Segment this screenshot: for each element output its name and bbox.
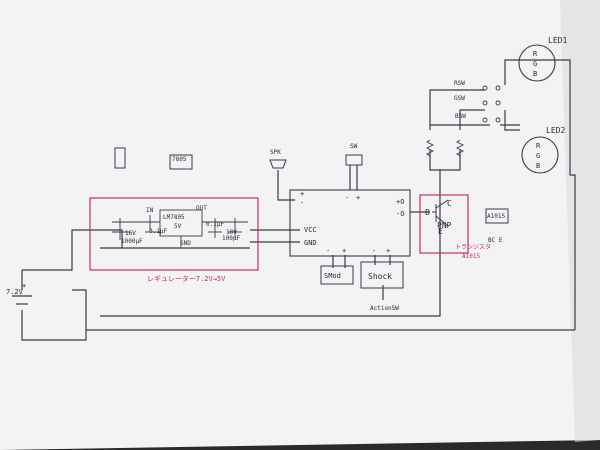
- smod-plus-label: +: [342, 247, 346, 255]
- gsw-label: GSW: [454, 95, 465, 102]
- pnp-label: PNP: [437, 221, 452, 230]
- main-module: [289, 189, 411, 257]
- rsw-label: RSW: [454, 80, 465, 87]
- plus-out-label: +O: [396, 198, 404, 206]
- reg-cap1-v-label: 16V: [125, 230, 136, 237]
- transistor-name-label: トランジスタ: [455, 243, 491, 251]
- switches: [482, 85, 501, 123]
- shock-label: Shock: [368, 272, 392, 281]
- shock-minus-label: -: [372, 247, 376, 255]
- bsw-label: BSW: [455, 113, 466, 120]
- sw-minus-label: -: [345, 194, 349, 202]
- wires: [21, 59, 576, 341]
- sw-box: [345, 154, 363, 166]
- reg-cap4-v-label: 10V: [226, 229, 237, 236]
- capacitor-part-icon: [114, 147, 126, 169]
- led2-label: LED2: [546, 126, 565, 135]
- gnd-label: GND: [304, 239, 317, 247]
- reg-cap1-label: 1000μF: [121, 238, 143, 245]
- module-minus-label: -: [300, 199, 304, 207]
- a1015-part-icon: [485, 208, 509, 224]
- a1015-part-label: A1015: [487, 213, 505, 220]
- regulator-ic-icon: [169, 154, 193, 170]
- led2-r: R: [536, 142, 541, 150]
- sound-module-box: [320, 265, 354, 285]
- speaker-icon: [269, 159, 287, 169]
- transistor-b-label: B: [425, 208, 430, 217]
- sw-label: SW: [350, 143, 358, 150]
- reg-5v-label: 5V: [174, 223, 182, 230]
- led1-icon: [518, 44, 556, 82]
- spk-label: SPK: [270, 149, 281, 156]
- reg-ic-label: LM7805: [163, 214, 185, 221]
- sound-module-label: SMod: [324, 272, 341, 280]
- led1-g: G: [533, 60, 537, 68]
- resistor-1: [425, 139, 435, 157]
- led2-g: G: [536, 152, 540, 160]
- minus-out-label: -O: [396, 210, 404, 218]
- transistor-box: [419, 194, 469, 254]
- action-sw-label: ActionSW: [370, 305, 399, 312]
- reg-out-label: OUT: [196, 205, 207, 212]
- reg-gnd-label: GND: [180, 240, 191, 247]
- regulator-parts: [112, 209, 248, 248]
- sw-plus-label: +: [356, 194, 360, 202]
- reg-cap4-label: 100μF: [222, 235, 240, 242]
- reg-in-label: IN: [146, 207, 154, 214]
- led1-r: R: [533, 50, 538, 58]
- shock-box: [360, 261, 404, 289]
- vcc-label: VCC: [304, 226, 317, 234]
- transistor-c-label: C: [447, 199, 452, 208]
- transistor-part-label: A1015: [462, 253, 480, 260]
- led1-b: B: [533, 70, 537, 78]
- regulator-caption: レギュレーター7.2V→5V: [147, 274, 226, 283]
- reg-cap3-label: 0.1μF: [206, 221, 224, 228]
- shock-plus-label: +: [386, 247, 390, 255]
- battery-icon: [12, 295, 32, 305]
- reg-cap2-label: 0.1μF: [149, 228, 167, 235]
- smod-minus-label: -: [326, 247, 330, 255]
- regulator-box: [89, 197, 259, 271]
- led2-icon: [521, 136, 559, 174]
- transistor-e-label: E: [438, 227, 443, 236]
- led2-b: B: [536, 162, 540, 170]
- bce-label: BC E: [488, 237, 503, 244]
- voltage-label: 7.2V: [6, 288, 24, 296]
- led1-label: LED1: [548, 36, 567, 45]
- module-plus-label: +: [300, 190, 304, 198]
- pnp-transistor-symbol: [432, 199, 449, 227]
- battery-plus-label: +: [22, 282, 26, 290]
- top-part-label: 7805: [172, 156, 187, 163]
- resistor-2: [455, 139, 465, 157]
